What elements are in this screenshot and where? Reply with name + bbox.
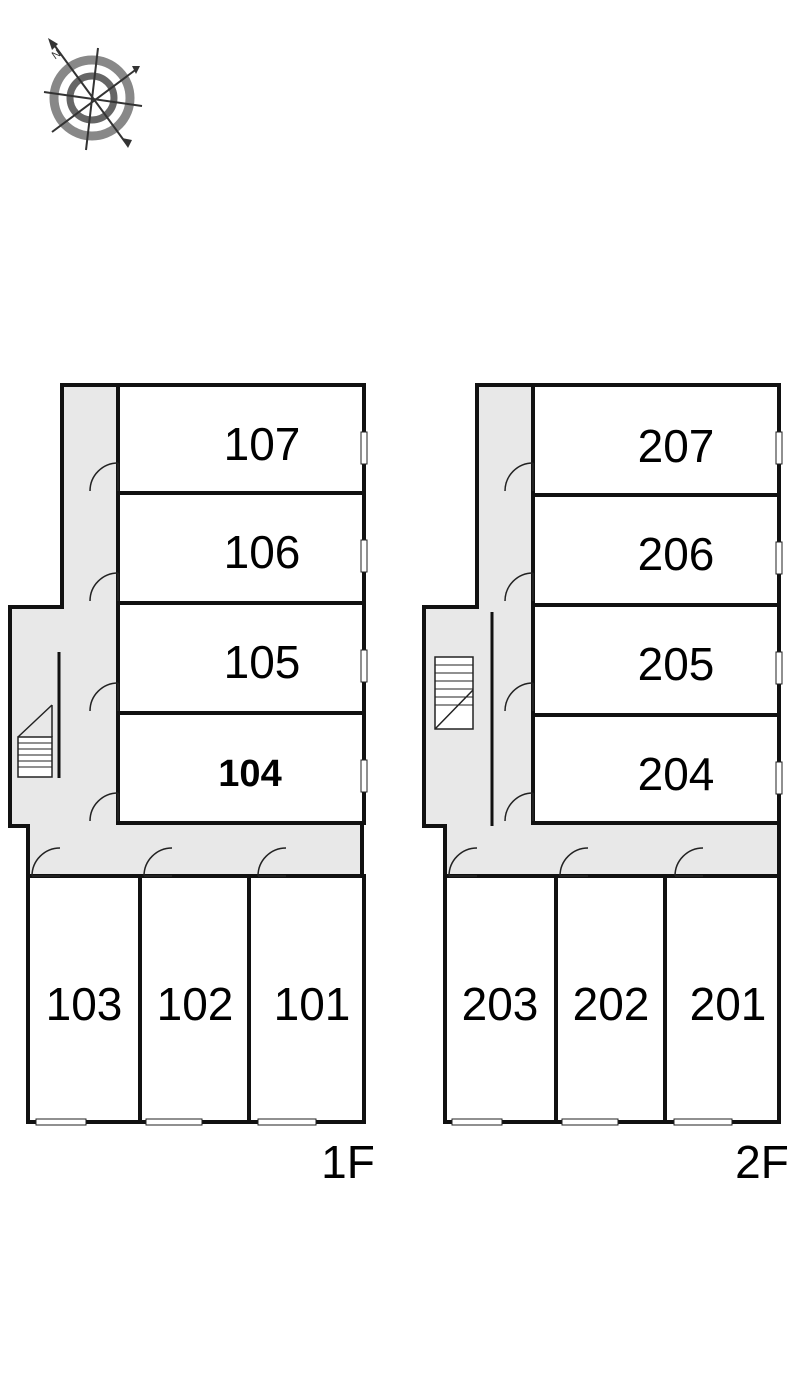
room-202[interactable]	[554, 874, 667, 1124]
stairs-icon	[17, 652, 61, 778]
door-icon[interactable]	[674, 847, 704, 877]
floor-label: 2F	[735, 1136, 789, 1188]
room-label: 102	[157, 978, 234, 1030]
room-103[interactable]	[26, 874, 142, 1124]
room-label: 104	[218, 753, 281, 795]
room-label: 207	[638, 420, 715, 472]
door-icon[interactable]	[89, 572, 119, 602]
door-icon[interactable]	[31, 847, 61, 877]
window-marks	[451, 1118, 733, 1126]
room-105[interactable]	[116, 601, 366, 715]
door-icon[interactable]	[89, 792, 119, 822]
room-label: 103	[46, 978, 123, 1030]
room-label: 205	[638, 638, 715, 690]
room-label: 105	[224, 636, 301, 688]
door-icon[interactable]	[559, 847, 589, 877]
room-label: 106	[224, 526, 301, 578]
room-206[interactable]	[531, 493, 781, 607]
door-icon[interactable]	[448, 847, 478, 877]
floor-1f: 107 106 105 104	[8, 383, 375, 1188]
door-icon[interactable]	[89, 462, 119, 492]
compass-north-label: N	[50, 48, 63, 62]
room-label: 204	[638, 748, 715, 800]
window-marks	[775, 431, 783, 795]
door-icon[interactable]	[504, 462, 534, 492]
room-107[interactable]	[116, 383, 366, 495]
room-label: 201	[690, 978, 767, 1030]
room-label: 202	[573, 978, 650, 1030]
door-icon[interactable]	[257, 847, 287, 877]
compass-north-icon: N	[43, 38, 143, 151]
stairs-icon	[434, 612, 494, 826]
room-label: 203	[462, 978, 539, 1030]
room-204[interactable]	[531, 713, 781, 825]
floor-label: 1F	[321, 1136, 375, 1188]
room-102[interactable]	[138, 874, 251, 1124]
room-label: 206	[638, 528, 715, 580]
window-marks	[360, 431, 368, 793]
door-icon[interactable]	[504, 682, 534, 712]
door-icon[interactable]	[504, 792, 534, 822]
room-label: 101	[274, 978, 351, 1030]
room-201[interactable]	[663, 874, 781, 1124]
floor-2f: 207 206 205 204 203 202	[422, 383, 789, 1188]
room-205[interactable]	[531, 603, 781, 717]
room-101[interactable]	[247, 874, 366, 1124]
door-icon[interactable]	[504, 572, 534, 602]
window-marks	[35, 1118, 317, 1126]
room-label: 107	[224, 418, 301, 470]
room-207[interactable]	[531, 383, 781, 497]
door-icon[interactable]	[89, 682, 119, 712]
door-icon[interactable]	[143, 847, 173, 877]
